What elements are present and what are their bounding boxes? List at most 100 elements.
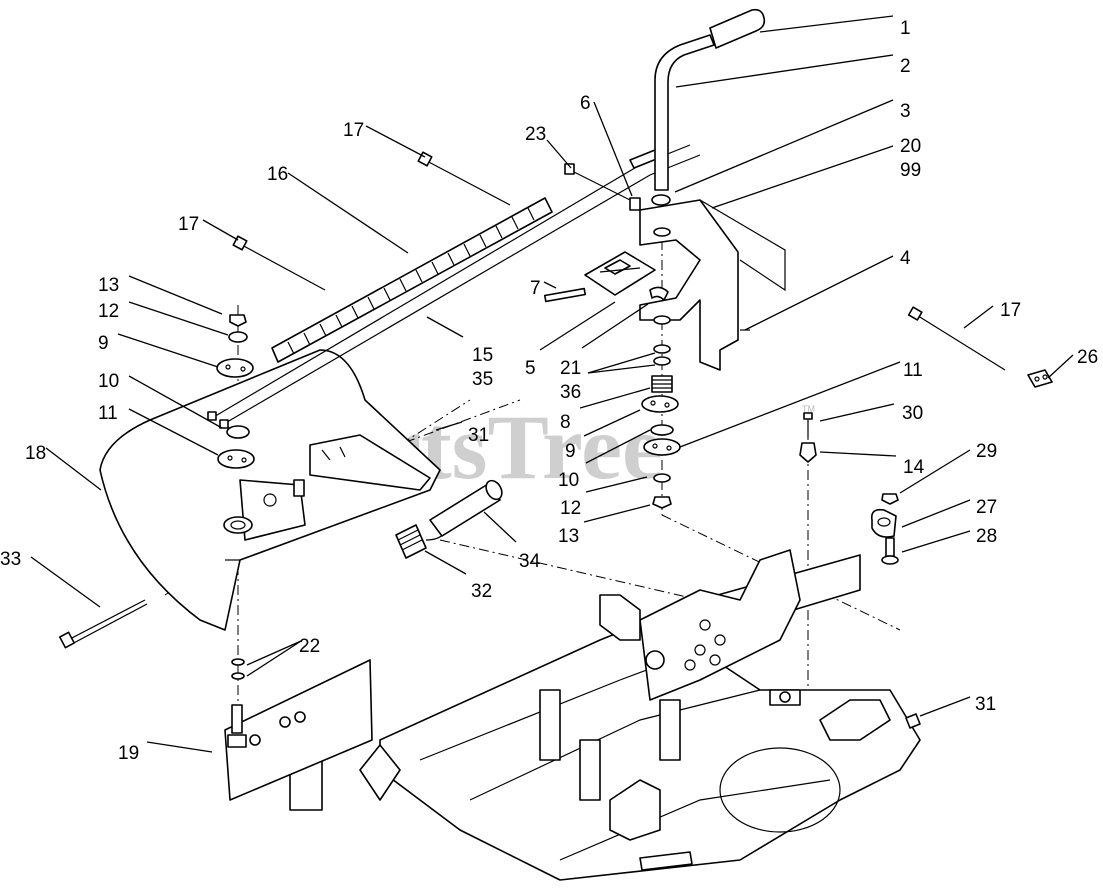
leader-line-c34 [483, 511, 517, 543]
leader-line-c33 [30, 556, 101, 608]
leader-line-c12b [585, 476, 648, 493]
callout-label-c3: 3 [900, 101, 911, 122]
callout-label-c10b: 10 [558, 470, 579, 491]
callout-label-c10a: 10 [98, 371, 119, 392]
leader-line-c22 [246, 640, 302, 666]
leader-line-c19 [146, 741, 213, 753]
leader-line-c17b [202, 219, 239, 241]
leader-line-c36 [587, 352, 656, 374]
callout-label-c17b: 17 [178, 214, 199, 235]
leader-line-c21 [581, 303, 649, 349]
callout-label-c1: 1 [900, 18, 911, 39]
bracket-assembly-19 [224, 658, 373, 801]
callout-label-c4: 4 [900, 248, 911, 269]
callout-label-c5: 5 [525, 358, 536, 379]
leader-line-c31a [435, 421, 463, 431]
tie-strap-17-b [232, 235, 326, 291]
callout-label-c20: 20 [900, 136, 921, 157]
leader-line-c10a [128, 375, 223, 429]
leader-line-c11b [679, 361, 901, 448]
leader-line-c14 [819, 451, 897, 457]
leader-line-c8 [579, 387, 651, 409]
leader-line-c7 [543, 281, 557, 289]
callout-label-c21: 21 [560, 358, 581, 379]
callout-label-c29: 29 [976, 441, 997, 462]
right-hardware [799, 412, 921, 729]
leader-line-c13a [128, 275, 223, 315]
leader-line-c29 [899, 449, 971, 494]
center-hardware-stack [641, 344, 681, 509]
leader-line-c6 [593, 101, 633, 197]
tube-34 [429, 479, 503, 537]
callout-label-c19: 19 [118, 743, 139, 764]
leader-line-c1 [759, 15, 894, 33]
leader-line-c15 [426, 316, 464, 338]
callout-label-c18: 18 [25, 443, 46, 464]
callout-label-c16: 16 [267, 164, 288, 185]
leader-line-c13b [583, 504, 651, 523]
leader-line-c22-b [246, 640, 302, 677]
callout-label-c7: 7 [530, 278, 541, 299]
leader-line-c30 [819, 403, 895, 422]
callout-label-c22: 22 [299, 636, 320, 657]
clip-26 [1027, 369, 1053, 388]
shift-plate-5 [543, 197, 669, 303]
leader-line-c9a [117, 333, 219, 368]
callout-label-c36: 36 [560, 382, 581, 403]
callout-label-c34: 34 [519, 551, 541, 572]
callout-label-c32: 32 [471, 581, 492, 602]
leader-line-c17a [365, 125, 426, 158]
leader-line-c3 [674, 99, 894, 193]
leader-line-c17c [963, 305, 994, 329]
callout-label-c8: 8 [560, 412, 571, 433]
callout-label-c33: 33 [0, 549, 21, 570]
callout-label-c31b: 31 [975, 694, 996, 715]
callout-label-c12b: 12 [560, 498, 581, 519]
callout-label-c13a: 13 [98, 275, 119, 296]
leader-line-c28 [901, 530, 971, 553]
leader-line-c16 [287, 172, 409, 254]
leader-line-c5 [539, 301, 616, 351]
callout-label-c17c: 17 [1000, 300, 1021, 321]
tie-strap-17-a [417, 151, 511, 206]
leader-line-c20 [711, 145, 894, 209]
callout-label-c11a: 11 [98, 403, 118, 424]
callout-label-c26: 26 [1077, 347, 1098, 368]
callout-label-c35: 35 [472, 369, 493, 390]
leader-line-c31b [919, 696, 971, 717]
spring-16 [271, 197, 553, 363]
callout-label-c14: 14 [903, 457, 925, 478]
spring-32 [395, 524, 446, 559]
leader-line-c23 [546, 139, 572, 169]
callout-label-c6: 6 [580, 93, 591, 114]
callout-label-c2: 2 [900, 56, 911, 77]
bolt-33 [58, 599, 148, 649]
bolt-23 [564, 163, 641, 206]
leader-line-c36-b [587, 364, 656, 374]
tie-strap-17-c [907, 306, 1006, 371]
leader-line-c12a [128, 301, 229, 336]
callout-label-c11b: 11 [903, 360, 923, 381]
cover-18 [99, 349, 441, 631]
leader-line-c32 [424, 550, 467, 575]
frame-chassis [289, 549, 921, 881]
leader-line-c11a [128, 408, 219, 456]
callout-label-c23: 23 [525, 124, 546, 145]
callout-label-c17a: 17 [343, 120, 364, 141]
callout-label-c99: 99 [900, 160, 921, 181]
leader-line-c10b [585, 429, 651, 464]
leader-line-c4 [744, 255, 894, 331]
leader-line-c18 [45, 447, 102, 491]
leader-line-c9b [583, 409, 641, 437]
watermark-trademark: TM [802, 404, 815, 414]
callout-label-c31a: 31 [468, 425, 489, 446]
callout-label-c30: 30 [902, 403, 923, 424]
bracket-4-20 [639, 199, 786, 371]
callout-label-c28: 28 [976, 526, 997, 547]
callout-label-c13b: 13 [558, 526, 579, 547]
callout-label-c15: 15 [472, 345, 493, 366]
leader-line-c26 [1047, 354, 1074, 379]
callout-label-c27: 27 [976, 497, 997, 518]
